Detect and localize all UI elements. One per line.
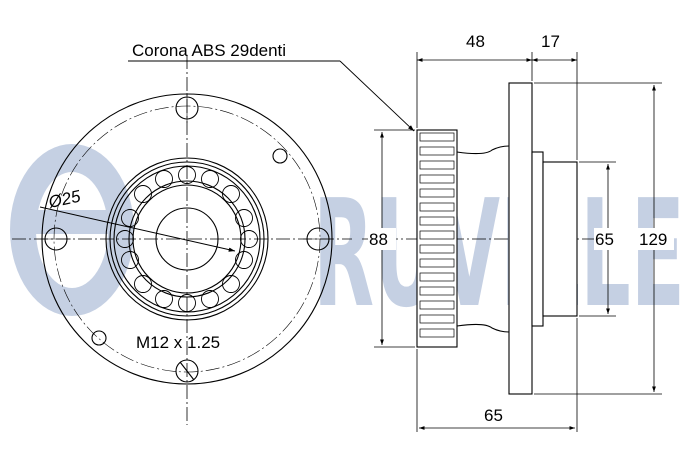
bearing-outer-ring — [105, 157, 269, 321]
dim-129-label: 129 — [639, 230, 667, 249]
ruville-logo-mark-icon — [10, 144, 134, 316]
front-view — [12, 55, 352, 425]
side-view — [362, 82, 600, 395]
watermark-text: RUVILLE — [313, 168, 685, 340]
bearing-race — [128, 180, 246, 298]
ruville-watermark: RUVILLE — [10, 144, 685, 340]
abs-ring-label: Corona ABS 29denti — [132, 41, 286, 60]
bore-diameter-leader — [39, 206, 236, 252]
dim-65-bottom-label: 65 — [484, 406, 503, 425]
bolt-hole-bottom — [175, 359, 199, 383]
wheel-flange — [508, 82, 533, 395]
hub-neck — [456, 145, 510, 155]
dim-17-label: 17 — [541, 32, 560, 51]
thread-label: M12 x 1.25 — [136, 333, 220, 352]
callout-leader — [339, 60, 415, 132]
dim-65-right-label: 65 — [595, 230, 614, 249]
wheel-bolt-holes — [41, 93, 333, 383]
abs-tone-ring — [416, 129, 458, 348]
dim-48-label: 48 — [466, 32, 485, 51]
dim-88-label: 88 — [369, 230, 388, 249]
hub-pilot — [531, 151, 544, 327]
pilot-holes — [91, 148, 288, 346]
abs-teeth — [419, 132, 455, 338]
hub-bore — [155, 207, 219, 271]
rolling-elements — [116, 166, 258, 312]
